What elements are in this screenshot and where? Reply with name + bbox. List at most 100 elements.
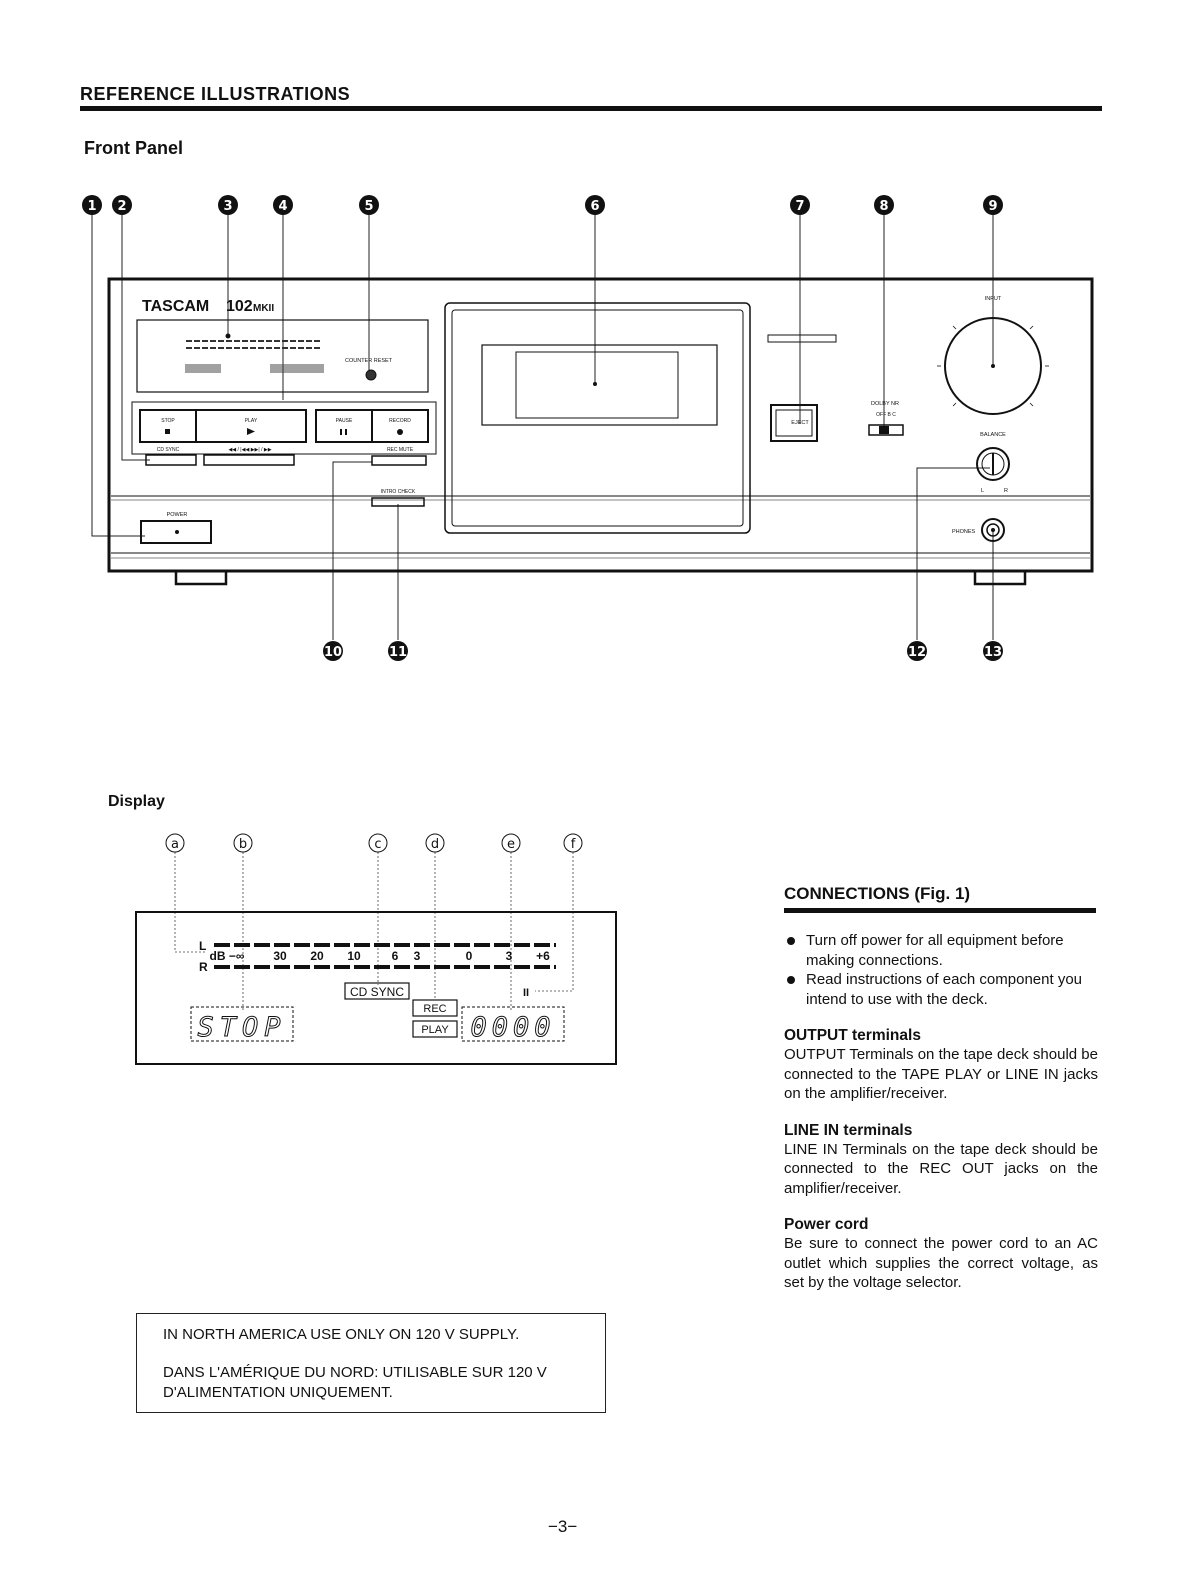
counter-reset-label: COUNTER RESET: [345, 358, 393, 364]
power-cord-heading: Power cord: [784, 1216, 869, 1233]
power-label: POWER: [167, 512, 188, 518]
display-leaders: [174, 852, 574, 1010]
callout-5: 5: [359, 195, 379, 215]
connections-title: CONNECTIONS (Fig. 1): [784, 884, 971, 903]
rec-mute-button[interactable]: [371, 455, 427, 466]
callout-markers-bottom: 10 11 12 13: [323, 641, 1003, 661]
stop-button[interactable]: STOP: [139, 409, 197, 443]
scale-3: 3: [414, 949, 421, 963]
panel-display-window: COUNTER RESET: [136, 319, 429, 393]
svg-text:STOP: STOP: [161, 418, 175, 424]
callout-9: 9: [983, 195, 1003, 215]
svg-text:RECORD: RECORD: [389, 418, 411, 424]
page-number: −3−: [548, 1517, 578, 1536]
level-meter-bars: [214, 943, 556, 969]
svg-text:2: 2: [117, 199, 126, 214]
notice-line-english: IN NORTH AMERICA USE ONLY ON 120 V SUPPL…: [163, 1326, 520, 1343]
meter-l: L: [199, 939, 206, 953]
svg-text:PLAY: PLAY: [421, 1024, 449, 1036]
callout-6: 6: [585, 195, 605, 215]
display-illustration: a b c d e f L R dB −∞ 30 20 10 6 3 0 3 +…: [135, 833, 617, 1065]
callout-8: 8: [874, 195, 894, 215]
meter-scale: dB −∞ 30 20 10 6 3 0 3 +6: [210, 949, 551, 963]
cassette-compartment[interactable]: [444, 302, 751, 534]
power-switch[interactable]: [140, 520, 212, 544]
intro-check-button[interactable]: [371, 497, 425, 507]
phones-jack[interactable]: [981, 518, 1005, 542]
callout-4: 4: [273, 195, 293, 215]
notice-line-french-1: DANS L'AMÉRIQUE DU NORD: UTILISABLE SUR …: [163, 1364, 547, 1381]
callout-markers-top: 1 2 3 4 5 6 7 8 9: [82, 195, 1003, 215]
input-label: INPUT: [985, 296, 1002, 302]
connections-bullets: Turn off power for all equipment before …: [784, 931, 1098, 1009]
svg-text:9: 9: [988, 199, 997, 214]
front-panel-illustration: 1 2 3 4 5 6 7 8 9 10 11 12 13 TASCAM 102…: [82, 195, 1094, 661]
balance-knob[interactable]: [976, 447, 1010, 481]
phones-label: PHONES: [952, 529, 976, 535]
meter-r: R: [199, 960, 208, 974]
pause-indicator: II: [523, 987, 529, 999]
callout-2: 2: [112, 195, 132, 215]
callout-12: 12: [907, 641, 927, 661]
scale-inf: dB −∞: [210, 949, 245, 963]
callout-a: a: [165, 833, 185, 853]
eject-button[interactable]: EJECT: [770, 404, 818, 442]
svg-text:f: f: [571, 837, 576, 852]
bullet-item: Turn off power for all equipment before …: [784, 931, 1098, 970]
rec-mute-label: REC MUTE: [387, 447, 414, 453]
svg-text:11: 11: [389, 645, 407, 660]
search-lever[interactable]: [203, 454, 295, 466]
bullet-item: Read instructions of each component you …: [784, 970, 1098, 1009]
callout-11: 11: [388, 641, 408, 661]
section-rule: [80, 106, 1102, 111]
callout-10: 10: [323, 641, 343, 661]
scale-plus3: 3: [506, 949, 513, 963]
svg-text:13: 13: [984, 645, 1002, 660]
svg-text:d: d: [431, 837, 439, 852]
dolby-nr-switch[interactable]: [868, 424, 904, 436]
play-button[interactable]: PLAY: [195, 409, 307, 443]
display-heading: Display: [108, 793, 165, 810]
line-in-terminals-text: LINE IN Terminals on the tape deck shoul…: [784, 1140, 1098, 1197]
rec-indicator: REC: [412, 999, 458, 1017]
callout-7: 7: [790, 195, 810, 215]
play-indicator: PLAY: [412, 1020, 458, 1038]
callout-c: c: [368, 833, 388, 853]
svg-text:PLAY: PLAY: [245, 418, 258, 424]
svg-text:e: e: [507, 837, 515, 852]
connections-section: CONNECTIONS (Fig. 1) Turn off power for …: [784, 884, 1098, 1293]
scale-0: 0: [466, 949, 473, 963]
svg-text:CD SYNC: CD SYNC: [350, 985, 404, 999]
svg-text:0000: 0000: [470, 1012, 555, 1043]
svg-text:7: 7: [795, 199, 804, 214]
pause-button[interactable]: PAUSE: [315, 409, 373, 443]
dolby-nr-options: OFF B C: [876, 412, 896, 418]
callout-e: e: [501, 833, 521, 853]
deck-chassis: [107, 277, 1094, 586]
display-frame: [135, 911, 617, 1065]
svg-text:5: 5: [364, 199, 373, 214]
intro-check-label: INTRO CHECK: [381, 489, 416, 495]
svg-text:PAUSE: PAUSE: [336, 418, 353, 424]
input-knob[interactable]: [944, 317, 1042, 415]
svg-text:a: a: [171, 837, 179, 852]
tape-counter: 0000: [461, 1006, 565, 1044]
record-button[interactable]: RECORD: [371, 409, 429, 443]
cd-sync-button[interactable]: [145, 454, 197, 466]
notice-line-french-2: D'ALIMENTATION UNIQUEMENT.: [163, 1384, 393, 1401]
line-in-terminals-heading: LINE IN terminals: [784, 1121, 913, 1139]
display-callouts: a b c d e f: [165, 833, 583, 853]
scale-30: 30: [273, 949, 287, 963]
power-cord-text: Be sure to connect the power cord to an …: [784, 1235, 1098, 1291]
input-scale-ticks: [937, 310, 1049, 407]
cd-sync-indicator: CD SYNC: [344, 982, 410, 1000]
section-title: REFERENCE ILLUSTRATIONS: [80, 84, 351, 104]
svg-text:12: 12: [908, 645, 926, 660]
svg-text:c: c: [374, 837, 381, 852]
callout-d: d: [425, 833, 445, 853]
counter-reset-button[interactable]: [365, 369, 377, 381]
balance-label: BALANCE: [980, 432, 1006, 438]
output-terminals-text: OUTPUT Terminals on the tape deck should…: [784, 1046, 1098, 1102]
transport-controls: STOP PLAY PAUSE RECORD CD SYNC ◀◀ / |◀◀ …: [131, 401, 437, 507]
scale-10: 10: [347, 949, 361, 963]
